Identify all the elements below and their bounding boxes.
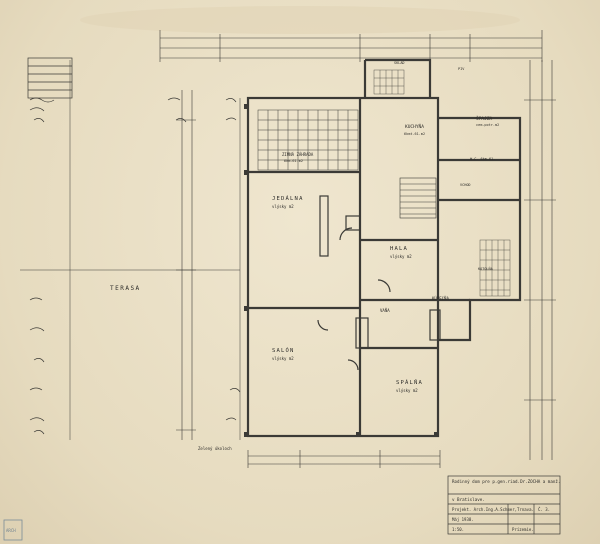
room-wc: W.C. 6km.61. [470, 157, 495, 161]
staircase [399, 177, 437, 219]
right-dimension-lines [524, 60, 556, 460]
room-jedalna-floor: vlýsky m2 [272, 204, 294, 209]
title-sheet: Prízemie. [512, 527, 534, 532]
columns [244, 104, 439, 437]
room-spalna: SPÁLŇA [396, 379, 423, 386]
stamp-text: ARCH [6, 528, 16, 533]
title-line4: Máj 1938. [452, 517, 474, 522]
title-drawing-no: Č. 3. [538, 507, 551, 512]
room-sklad: SKLAD [394, 61, 405, 65]
room-spajza-floor: cem.potr.m2 [476, 123, 499, 127]
room-kotolna: KOTOLŇA [478, 266, 494, 271]
room-salon-floor: vlýsky m2 [272, 356, 294, 361]
bottom-dimension-lines [247, 450, 441, 468]
winter-garden-tiles [257, 109, 359, 171]
archive-stamp [3, 519, 23, 541]
room-vana: VAŇA [380, 308, 390, 313]
room-terasa: TERASA [110, 285, 141, 292]
room-vchod: VCHOD [460, 183, 471, 187]
room-kuchyna: KUCHYŇA [405, 123, 424, 130]
entrance-tiles [373, 69, 511, 297]
room-zimna-zahrada-floor: 6km.61.m2 [284, 159, 303, 163]
room-zimna-zahrada: ZIMNÁ ZÁHRADA [282, 152, 314, 157]
room-spajza: ŠPAJZA [476, 115, 493, 122]
room-hala: HALA [390, 246, 408, 252]
axis-lines [20, 60, 241, 440]
building-walls [246, 58, 522, 438]
room-salon: SALÓN [272, 347, 295, 354]
room-kupelna: KÚPEĽŇA [432, 296, 449, 301]
room-spalna-floor: vlýsky m2 [396, 388, 418, 393]
room-jedalna: JEDÁLNA [272, 195, 304, 202]
furniture [317, 195, 441, 371]
title-line1: Rodinný dom pre p.gen.riad.Dr.ZOCHA a ma… [452, 479, 561, 484]
room-hala-floor: vlýsky m2 [390, 254, 412, 259]
title-line3: Projekt. Arch.Ing.A.Schmer,Trnava. [452, 507, 534, 512]
left-dimension-lines [176, 90, 196, 440]
room-piv: PIV [458, 67, 465, 71]
title-line2: v Bratislave. [452, 497, 485, 502]
label-zeleny-ukoloch: Zelený úkoloch [198, 446, 232, 451]
room-kuchyna-floor: 6kmt.61.m2 [404, 132, 425, 136]
title-scale: 1:50. [452, 527, 465, 532]
top-dimension-lines [159, 30, 543, 62]
title-block [447, 475, 561, 535]
stone-paving [27, 57, 241, 435]
